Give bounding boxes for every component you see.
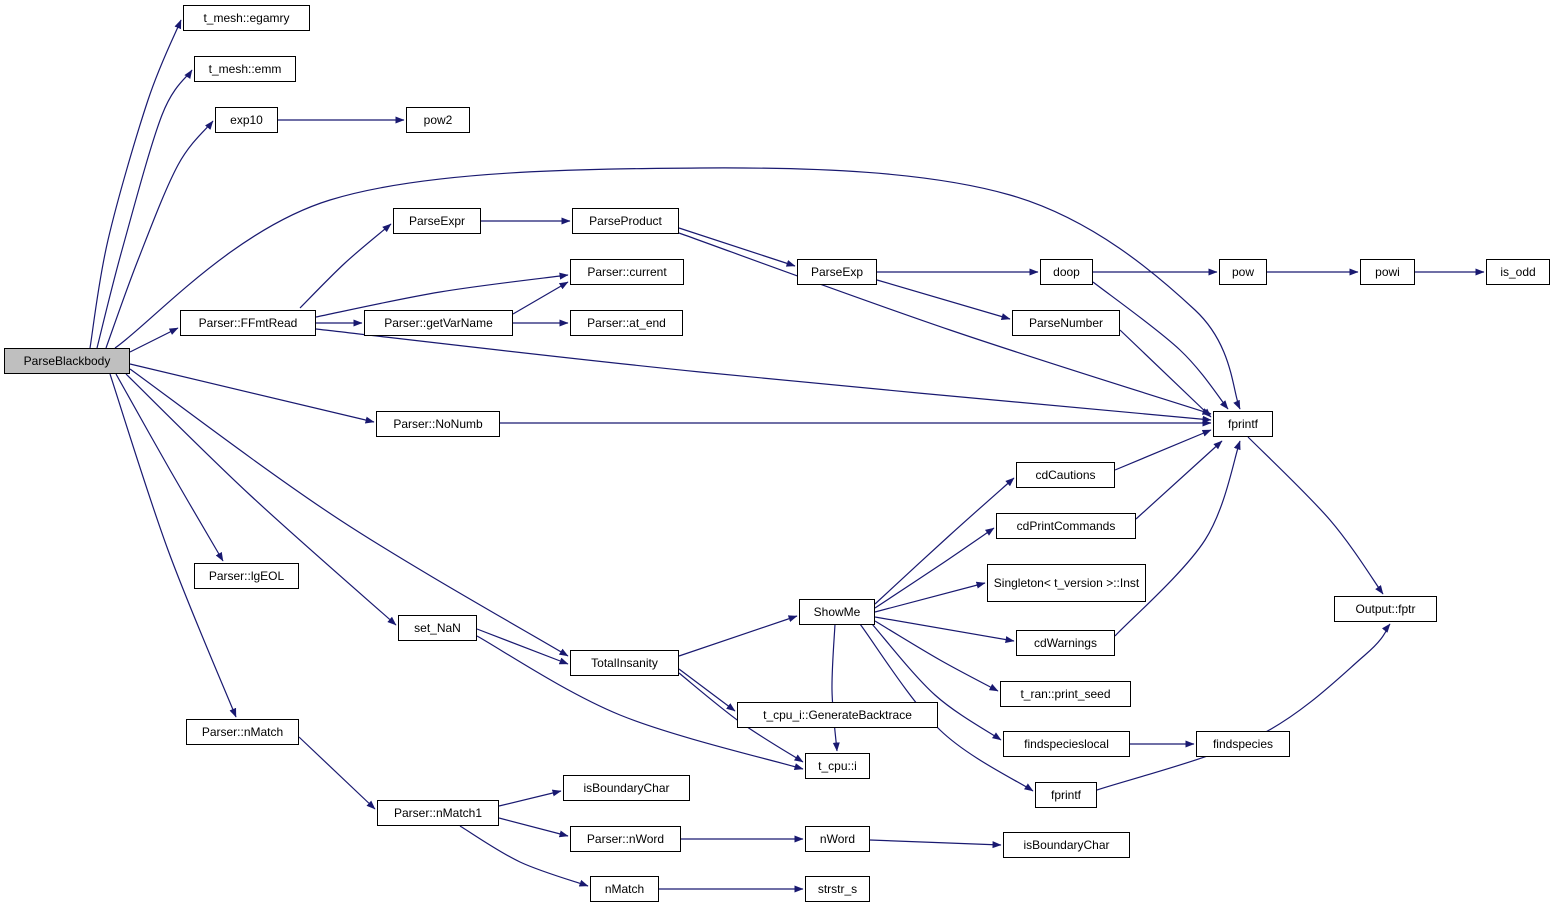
node-pow[interactable]: pow — [1219, 259, 1267, 285]
node-tcpui[interactable]: t_cpu::i — [805, 753, 870, 779]
edge-ffmtread-to-fprintf1 — [315, 328, 1212, 423]
edge-cdwarnings-to-fprintf1 — [1114, 440, 1241, 637]
edge-nmatch1-to-nmatch — [459, 825, 589, 887]
node-cdcautions[interactable]: cdCautions — [1016, 462, 1115, 488]
node-isboundary2[interactable]: isBoundaryChar — [1003, 832, 1130, 858]
node-findspecieslocal[interactable]: findspecieslocal — [1003, 731, 1130, 757]
edge-parseblackbody-to-exp10 — [105, 120, 214, 349]
edge-nword-to-isboundary2 — [869, 839, 1002, 849]
edge-showme-to-cdprintcommands — [874, 527, 995, 609]
node-parsenumber[interactable]: ParseNumber — [1012, 310, 1120, 336]
edge-showme-to-findspecieslocal — [871, 623, 1002, 741]
edge-nmatch1-to-nwordp — [498, 817, 569, 838]
edge-showme-to-cdcautions — [874, 477, 1015, 605]
node-nwordp[interactable]: Parser::nWord — [570, 826, 681, 852]
node-cdprintcommands[interactable]: cdPrintCommands — [996, 513, 1136, 539]
edge-showme-to-cdwarnings — [874, 616, 1015, 644]
node-fprintf1[interactable]: fprintf — [1213, 411, 1273, 437]
node-ffmtread[interactable]: Parser::FFmtRead — [180, 310, 316, 336]
node-isodd[interactable]: is_odd — [1486, 259, 1550, 285]
edge-parseproduct-to-parseexp — [678, 227, 796, 267]
edge-parseblackbody-to-fprintf1 — [114, 167, 1241, 410]
node-exp10[interactable]: exp10 — [215, 107, 278, 133]
node-nonumb[interactable]: Parser::NoNumb — [376, 411, 500, 437]
node-parseblackbody[interactable]: ParseBlackbody — [4, 348, 130, 374]
edge-parseblackbody-to-setnan — [125, 373, 397, 626]
edge-parseblackbody-to-nonumb — [129, 363, 375, 424]
node-parseexp[interactable]: ParseExp — [797, 259, 877, 285]
edge-parseblackbody-to-totalinsanity — [129, 368, 569, 657]
edge-totalinsanity-to-generatebacktrace — [678, 668, 736, 712]
edge-parseblackbody-to-egamry — [89, 19, 182, 349]
node-emm[interactable]: t_mesh::emm — [194, 56, 296, 82]
node-getvarname[interactable]: Parser::getVarName — [364, 310, 513, 336]
edge-parseblackbody-to-nmatchp — [109, 373, 237, 718]
edge-fprintf1-to-fptr — [1247, 436, 1384, 595]
node-pow2[interactable]: pow2 — [406, 107, 470, 133]
edge-doop-to-fprintf1 — [1092, 281, 1229, 410]
edge-nmatch1-to-isboundary1 — [498, 789, 562, 807]
node-cdwarnings[interactable]: cdWarnings — [1016, 630, 1115, 656]
edge-parseblackbody-to-emm — [96, 69, 193, 349]
node-nword[interactable]: nWord — [805, 826, 870, 852]
edge-showme-to-tcpui — [831, 623, 840, 752]
edge-setnan-to-tcpui — [476, 635, 804, 770]
edge-showme-to-inst — [874, 581, 986, 613]
edge-fprintf2-to-fptr — [1096, 623, 1391, 791]
edge-parseblackbody-to-lgeol — [115, 373, 224, 562]
node-atend[interactable]: Parser::at_end — [570, 310, 683, 336]
edge-parseblackbody-to-ffmtread — [129, 327, 179, 353]
edge-showme-to-fprintf2 — [859, 623, 1034, 792]
node-nmatch[interactable]: nMatch — [590, 876, 659, 902]
edge-setnan-to-totalinsanity — [476, 628, 569, 665]
node-fprintf2[interactable]: fprintf — [1035, 782, 1097, 808]
node-parseproduct[interactable]: ParseProduct — [572, 208, 679, 234]
edge-parseproduct-to-fprintf1 — [678, 232, 1212, 415]
edge-showme-to-printseed — [874, 620, 999, 692]
node-doop[interactable]: doop — [1040, 259, 1093, 285]
node-generatebacktrace[interactable]: t_cpu_i::GenerateBacktrace — [737, 702, 938, 728]
node-isboundary1[interactable]: isBoundaryChar — [563, 775, 690, 801]
edge-ffmtread-to-current — [315, 272, 569, 318]
edge-group — [89, 19, 1485, 893]
node-powi[interactable]: powi — [1360, 259, 1415, 285]
node-strstrs[interactable]: strstr_s — [805, 876, 870, 902]
edge-nmatchp-to-nmatch1 — [298, 736, 376, 810]
node-nmatchp[interactable]: Parser::nMatch — [186, 719, 299, 745]
node-totalinsanity[interactable]: TotalInsanity — [570, 650, 679, 676]
node-nmatch1[interactable]: Parser::nMatch1 — [377, 800, 499, 826]
node-inst[interactable]: Singleton< t_version >::Inst — [987, 564, 1146, 602]
node-printseed[interactable]: t_ran::print_seed — [1000, 681, 1131, 707]
node-current[interactable]: Parser::current — [570, 259, 684, 285]
edge-cdcautions-to-fprintf1 — [1114, 429, 1212, 471]
node-fptr[interactable]: Output::fptr — [1334, 596, 1437, 622]
edge-totalinsanity-to-showme — [678, 615, 798, 657]
node-setnan[interactable]: set_NaN — [398, 615, 477, 641]
node-lgeol[interactable]: Parser::lgEOL — [194, 563, 299, 589]
edge-ffmtread-to-parseexpr — [299, 223, 392, 309]
node-showme[interactable]: ShowMe — [799, 599, 875, 625]
edge-getvarname-to-current — [512, 281, 569, 315]
node-egamry[interactable]: t_mesh::egamry — [183, 5, 310, 31]
node-findspecies[interactable]: findspecies — [1196, 731, 1290, 757]
edge-cdprintcommands-to-fprintf1 — [1135, 440, 1223, 520]
edge-parsenumber-to-fprintf1 — [1119, 329, 1212, 418]
node-parseexpr[interactable]: ParseExpr — [393, 208, 481, 234]
edge-parseexp-to-parsenumber — [876, 279, 1011, 320]
